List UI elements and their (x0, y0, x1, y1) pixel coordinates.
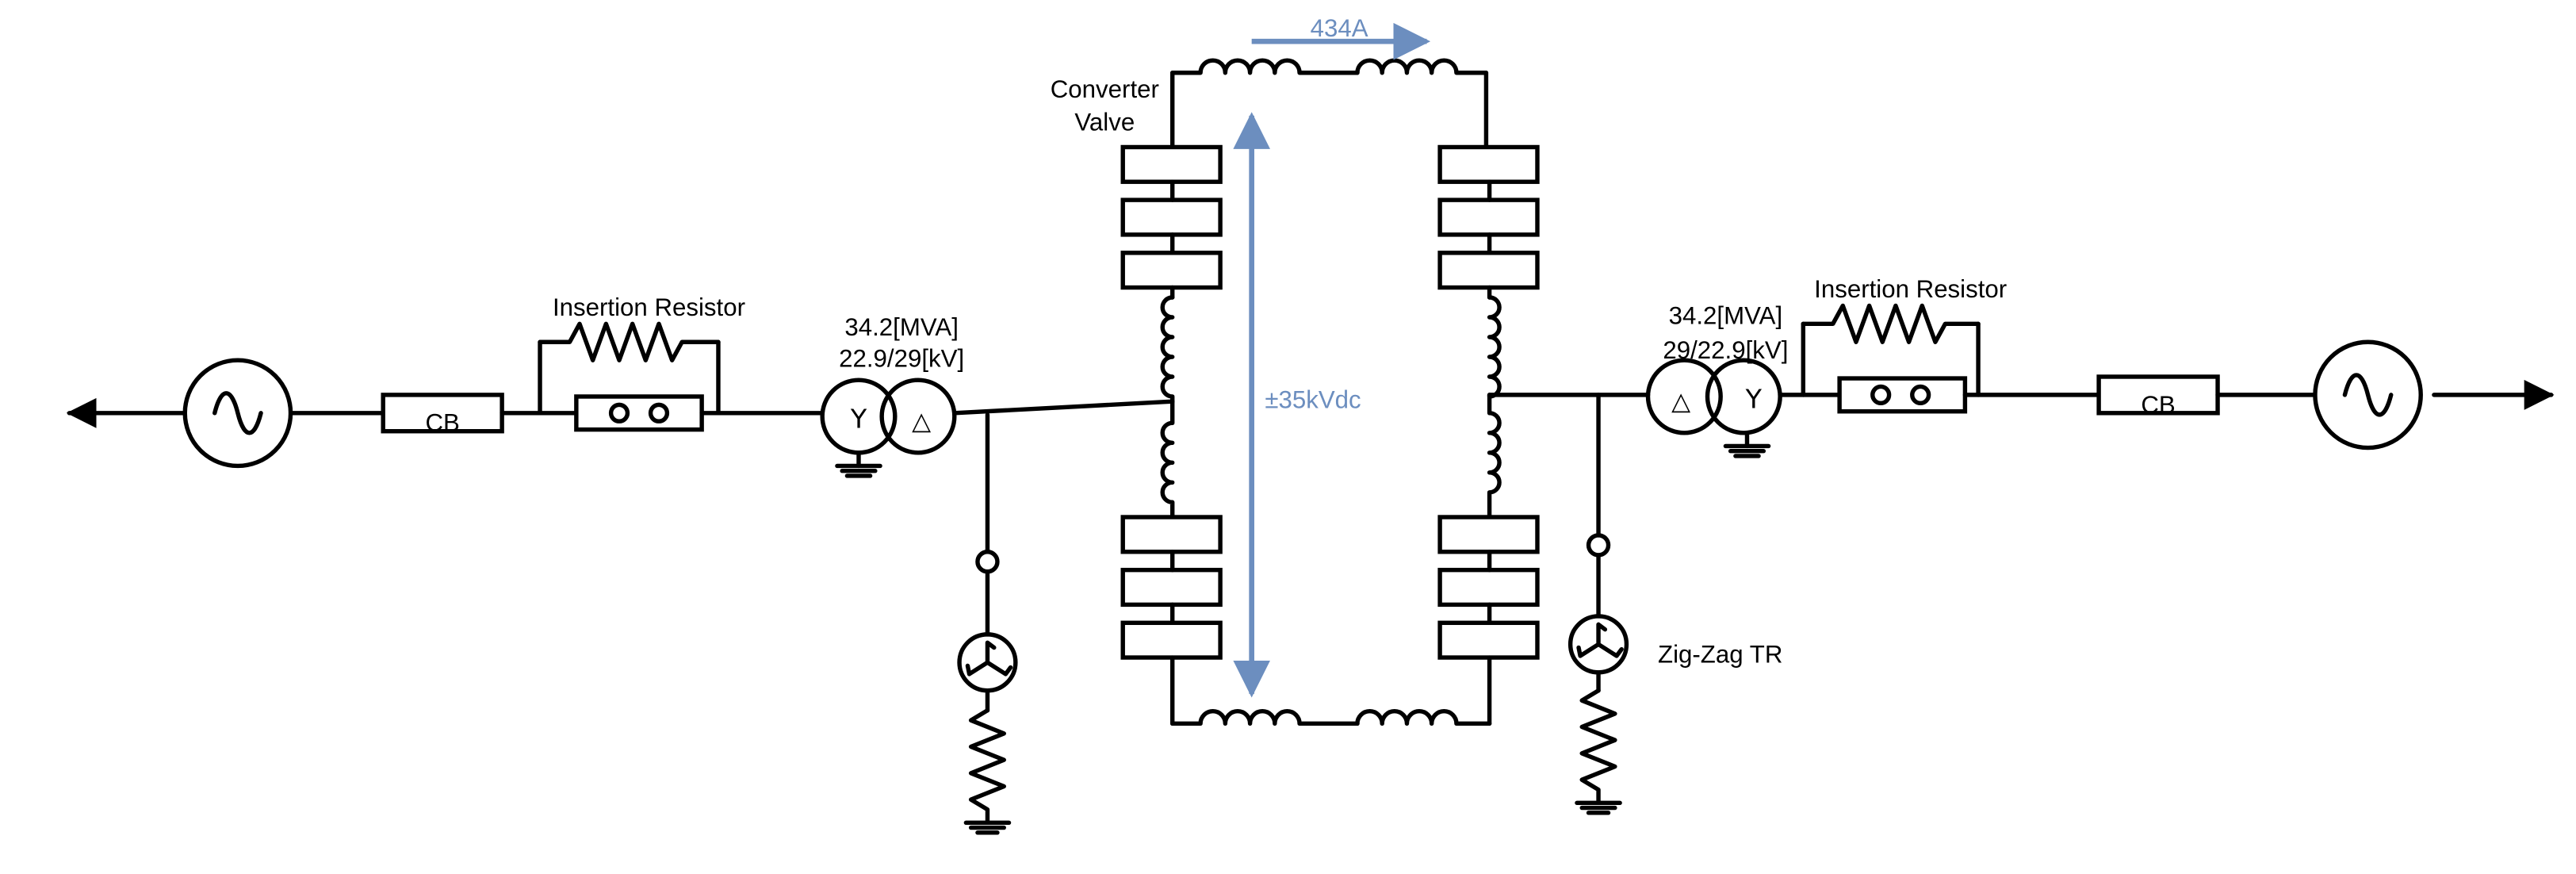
right-transformer-delta-winding: △ (1671, 388, 1690, 416)
right-transformer: △ Y (1645, 358, 1782, 458)
left-ac-source (182, 358, 293, 469)
left-zigzag-grounding (957, 412, 1018, 835)
left-grounding-resistor (968, 707, 1006, 826)
left-insertion-resistor-label: Insertion Resistor (553, 293, 745, 321)
right-cb-label: CB (2141, 391, 2175, 419)
top-dc-reactor-right (1355, 58, 1489, 75)
valve-module (1437, 144, 1540, 184)
right-zigzag-grounding (1567, 393, 1629, 815)
left-transformer: Y △ (820, 378, 957, 478)
dc-current-label: 434A (1311, 14, 1368, 42)
right-insertion-resistor-label: Insertion Resistor (1814, 275, 2007, 303)
converter-valve-label-line2: Valve (1074, 109, 1135, 136)
valve-module (1437, 251, 1540, 290)
right-zigzag-label: Zig-Zag TR (1658, 640, 1782, 668)
right-arm-reactor-lower (1487, 393, 1502, 519)
left-transformer-voltage: 22.9/29[kV] (839, 344, 964, 372)
valve-module (1120, 197, 1223, 237)
bottom-dc-reactor-left (1170, 709, 1360, 726)
valve-module (1120, 144, 1223, 184)
right-insertion-resistor (1801, 303, 1981, 344)
bottom-dc-reactor-right (1355, 709, 1492, 726)
left-insertion-resistor-group (538, 321, 721, 432)
valve-module (1120, 251, 1223, 290)
valve-module (1437, 197, 1540, 237)
right-circuit-breaker (2096, 374, 2220, 416)
left-insertion-resistor (538, 321, 721, 362)
right-ac-system: Zig-Zag TR △ Y 34.2[MVA] 29/22.9[kV] Ins… (1487, 275, 2555, 815)
dc-voltage-label: ±35kVdc (1265, 386, 1361, 414)
right-transformer-voltage: 29/22.9[kV] (1663, 336, 1788, 364)
left-transformer-delta-winding: △ (912, 408, 931, 436)
left-bypass-switch (574, 394, 704, 432)
left-ac-system: CB Insertion Resistor Y △ 34.2[MVA] 22.9… (66, 293, 1175, 835)
left-cb-label: CB (425, 409, 459, 437)
left-transformer-rating: 34.2[MVA] (844, 313, 959, 341)
top-dc-reactor-left (1170, 58, 1360, 75)
converter-valve-label-line1: Converter (1051, 75, 1159, 103)
valve-module (1437, 620, 1540, 660)
left-transformer-y-winding: Y (850, 404, 867, 435)
left-arm-reactor-upper (1160, 295, 1175, 404)
valve-module (1120, 620, 1223, 660)
right-ac-source (2313, 339, 2423, 450)
right-grounding-resistor (1579, 688, 1617, 806)
converter-valve (1120, 58, 1540, 726)
left-arm-reactor-lower (1160, 399, 1175, 519)
right-transformer-rating: 34.2[MVA] (1669, 301, 1783, 329)
valve-module (1120, 567, 1223, 608)
right-arm-reactor-upper (1487, 295, 1502, 399)
right-insertion-resistor-group (1801, 303, 1981, 414)
valve-module (1437, 515, 1540, 554)
right-transformer-y-winding: Y (1745, 384, 1763, 415)
valve-module (1120, 515, 1223, 554)
left-circuit-breaker (381, 393, 504, 434)
valve-module (1437, 567, 1540, 608)
right-bypass-switch (1837, 376, 1968, 414)
